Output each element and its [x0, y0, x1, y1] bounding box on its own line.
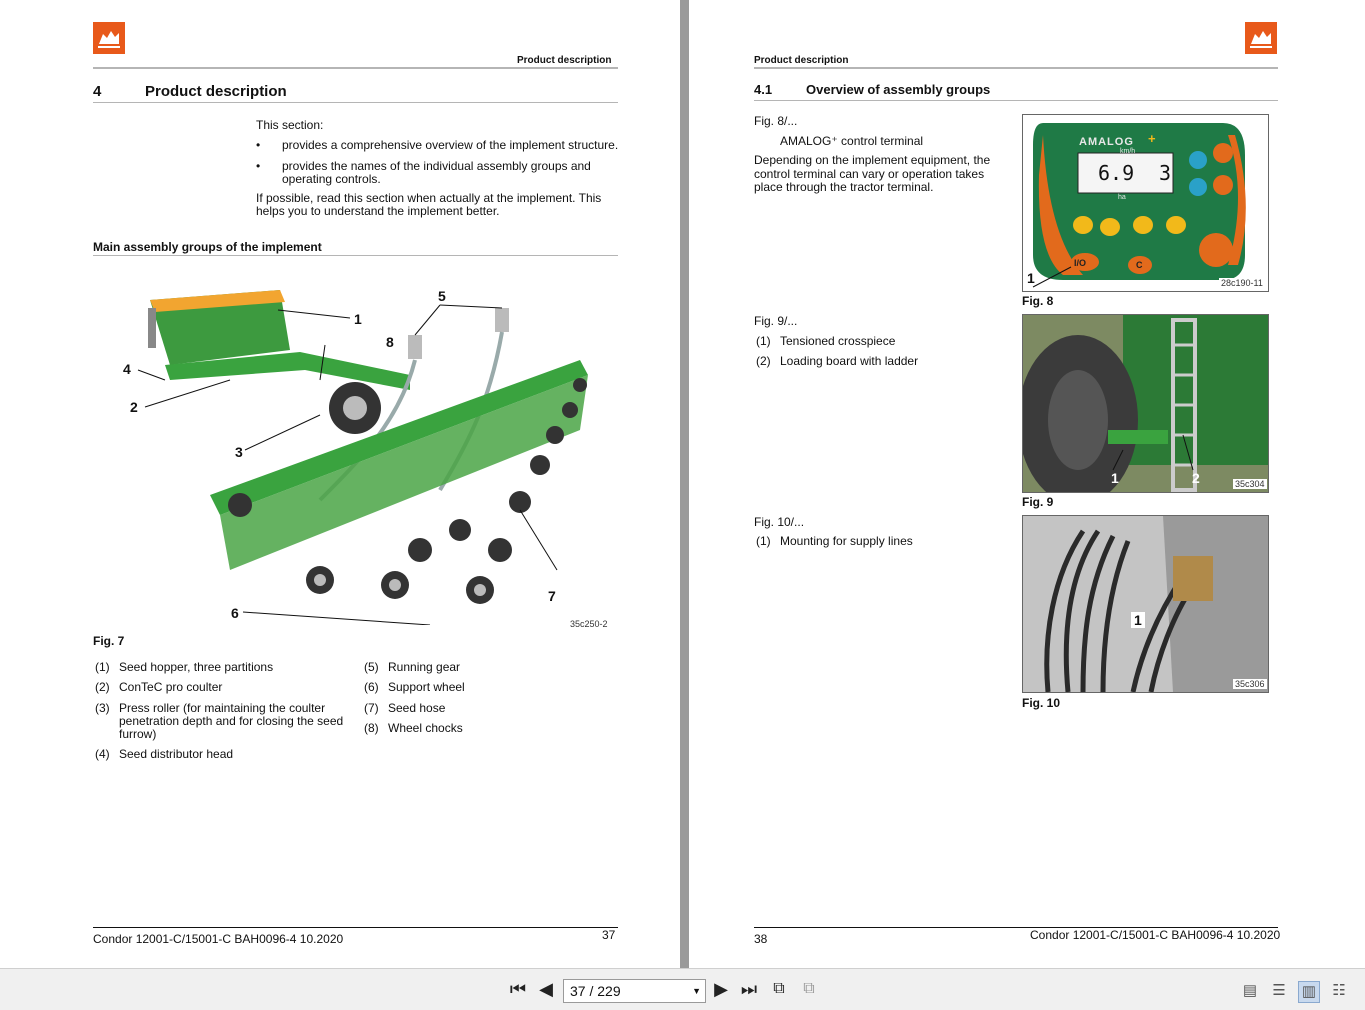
- legend-item: (2)ConTeC pro coulter: [95, 680, 223, 694]
- chevron-down-icon[interactable]: ▼: [692, 986, 701, 996]
- chapter-number: 4: [93, 83, 102, 100]
- callout-7: 7: [548, 588, 556, 604]
- fig8-code: 28c190-11: [1219, 278, 1265, 288]
- subheading-rule: [93, 255, 618, 256]
- legend-item: (7)Seed hose: [364, 701, 446, 715]
- terminal-brand: AMALOG: [1079, 136, 1134, 148]
- section-rule: [754, 100, 1278, 101]
- fig10-callout: 1: [1131, 612, 1145, 628]
- fig10-photo: 1 35c306: [1022, 515, 1269, 693]
- fig10-code: 35c306: [1233, 679, 1267, 689]
- fig8-item: AMALOG⁺ control terminal: [780, 134, 924, 148]
- fig10-label: Fig. 10: [1022, 696, 1061, 710]
- callout-6: 6: [231, 605, 239, 621]
- fig8-ref: Fig. 8/...: [754, 114, 798, 128]
- fig9-callout-1: 1: [1111, 470, 1119, 486]
- legend-item: (4)Seed distributor head: [95, 747, 234, 761]
- footer-doc: Condor 12001-C/15001-C BAH0096-4 10.2020: [93, 932, 344, 946]
- bullet-item: •provides the names of the individual as…: [256, 159, 591, 186]
- header-rule: [93, 67, 618, 69]
- next-page-icon[interactable]: ▶: [714, 979, 728, 999]
- fig9-callout-2: 2: [1192, 470, 1200, 486]
- right-page: Product description 4.1 Overview of asse…: [689, 0, 1365, 968]
- fig10-item: (1)Mounting for supply lines: [756, 534, 913, 548]
- callout-3: 3: [235, 444, 243, 460]
- bullet-item: •provides a comprehensive overview of th…: [256, 138, 619, 152]
- fig9-ref: Fig. 9/...: [754, 314, 798, 328]
- fig9-code: 35c304: [1233, 479, 1267, 489]
- navigate-forward-icon[interactable]: ⧉: [803, 980, 815, 997]
- fig8-terminal-image: AMALOG + km/h 6.9 3 ha I/O C 1 28c190-11: [1022, 114, 1269, 292]
- callout-1: 1: [354, 311, 362, 327]
- continuous-view-icon[interactable]: ☰: [1272, 982, 1286, 999]
- legend-item: (8)Wheel chocks: [364, 721, 463, 735]
- last-page-icon[interactable]: ⏭: [740, 979, 758, 999]
- section-number: 4.1: [754, 82, 773, 97]
- figure-code: 35c250-2: [570, 619, 608, 629]
- legend-item: (1)Seed hopper, three partitions: [95, 660, 274, 674]
- fig8-label: Fig. 8: [1022, 294, 1054, 308]
- chapter-title: Product description: [145, 83, 287, 100]
- page-number-input[interactable]: 37 / 229 ▼: [563, 979, 706, 1003]
- seed-drill-illustration: [137, 290, 588, 625]
- legend-item: (6)Support wheel: [364, 680, 465, 694]
- terminal-speed-readout: 6.9: [1098, 161, 1135, 185]
- page-header: Product description: [754, 55, 849, 66]
- first-page-icon[interactable]: ⏮: [509, 979, 527, 999]
- fig8-description: Depending on the implement equipment, th…: [754, 153, 991, 194]
- left-page: Product description 4 Product descriptio…: [0, 0, 680, 968]
- footer-doc: Condor 12001-C/15001-C BAH0096-4 10.2020: [1030, 928, 1281, 942]
- amazone-logo-icon: [1245, 22, 1277, 54]
- chapter-rule: [93, 102, 618, 103]
- footer-rule: [93, 927, 618, 928]
- page-number: 37: [602, 928, 616, 942]
- intro-text: This section:: [256, 118, 324, 132]
- navigate-back-icon[interactable]: ⧉: [773, 980, 785, 997]
- fig10-ref: Fig. 10/...: [754, 515, 805, 529]
- page-number: 38: [754, 932, 768, 946]
- subheading: Main assembly groups of the implement: [93, 240, 322, 254]
- two-page-view-icon[interactable]: ▥: [1298, 981, 1320, 1003]
- fig9-label: Fig. 9: [1022, 495, 1054, 509]
- fig9-photo: 1 2 35c304: [1022, 314, 1269, 493]
- figure-label: Fig. 7: [93, 634, 125, 648]
- single-page-view-icon[interactable]: ▤: [1242, 982, 1258, 999]
- section-title: Overview of assembly groups: [806, 82, 991, 97]
- viewer-toolbar: ⏮ ◀ 37 / 229 ▼ ▶ ⏭ ⧉ ⧉ ▤ ☰ ▥ ☷: [0, 968, 1365, 1010]
- amazone-logo-icon: [93, 22, 125, 54]
- legend-item: (3)Press roller (for maintaining the cou…: [95, 701, 344, 741]
- callout-2: 2: [130, 399, 138, 415]
- terminal-c-button: C: [1136, 260, 1143, 270]
- callout-8: 8: [386, 334, 394, 350]
- legend-item: (5)Running gear: [364, 660, 461, 674]
- note-text: If possible, read this section when actu…: [256, 191, 602, 218]
- two-page-continuous-view-icon[interactable]: ☷: [1332, 982, 1346, 999]
- callout-5: 5: [438, 288, 446, 304]
- terminal-ha-label: ha: [1118, 194, 1126, 201]
- fig9-item: (2)Loading board with ladder: [756, 354, 919, 368]
- callout-4: 4: [123, 361, 131, 377]
- terminal-secondary-readout: 3: [1159, 161, 1172, 185]
- plus-icon: +: [1148, 131, 1156, 146]
- terminal-unit: km/h: [1120, 148, 1136, 155]
- fig8-callout: 1: [1027, 270, 1035, 286]
- page-header: Product description: [517, 55, 612, 66]
- fig9-item: (1)Tensioned crosspiece: [756, 334, 896, 348]
- terminal-io-button: I/O: [1074, 258, 1087, 268]
- footer-rule: [754, 927, 1278, 928]
- header-rule: [754, 67, 1278, 69]
- previous-page-icon[interactable]: ◀: [539, 979, 553, 999]
